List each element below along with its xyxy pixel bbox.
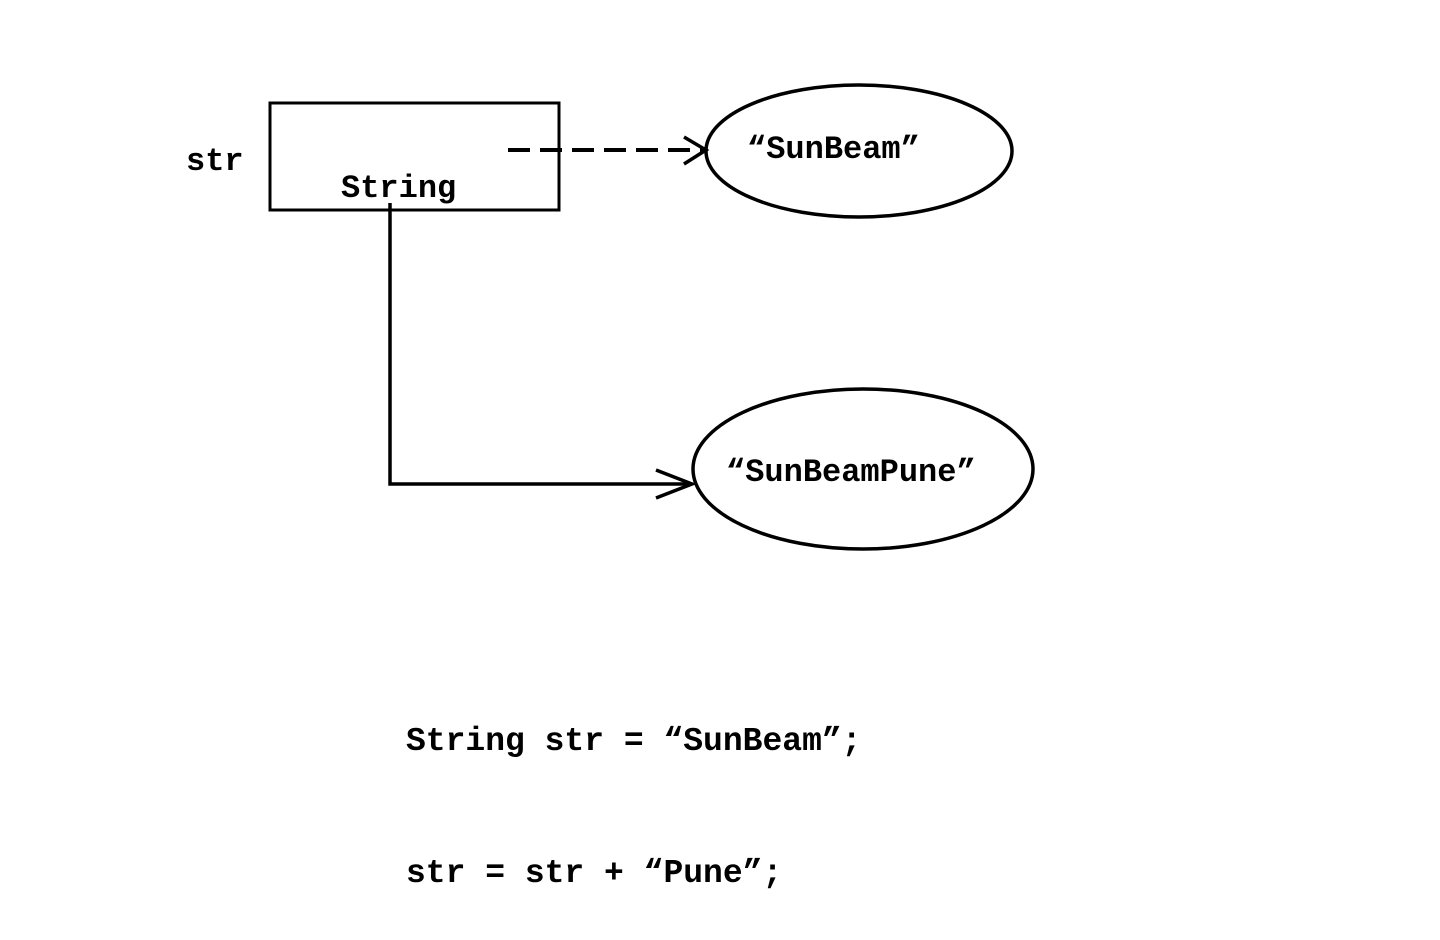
code-line: str = str + “Pune”; <box>406 855 783 892</box>
object-sunbeam <box>704 83 1014 219</box>
code-snippet: String str = “SunBeam”; str = str + “Pun… <box>406 632 861 940</box>
string-reference-diagram: str String “SunBeam” “SunBeamPune” <box>186 83 1035 551</box>
object-sunbeam-label: “SunBeam” <box>747 131 920 168</box>
object-sunbeampune-label: “SunBeamPune” <box>726 454 976 491</box>
reference-box <box>268 101 561 212</box>
variable-label: str <box>186 143 244 180</box>
new-reference-arrowhead <box>655 468 697 500</box>
code-line: String str = “SunBeam”; <box>406 723 862 760</box>
reference-type-label: String <box>341 170 456 207</box>
new-reference-arrow <box>388 203 692 486</box>
object-sunbeampune <box>691 387 1035 551</box>
